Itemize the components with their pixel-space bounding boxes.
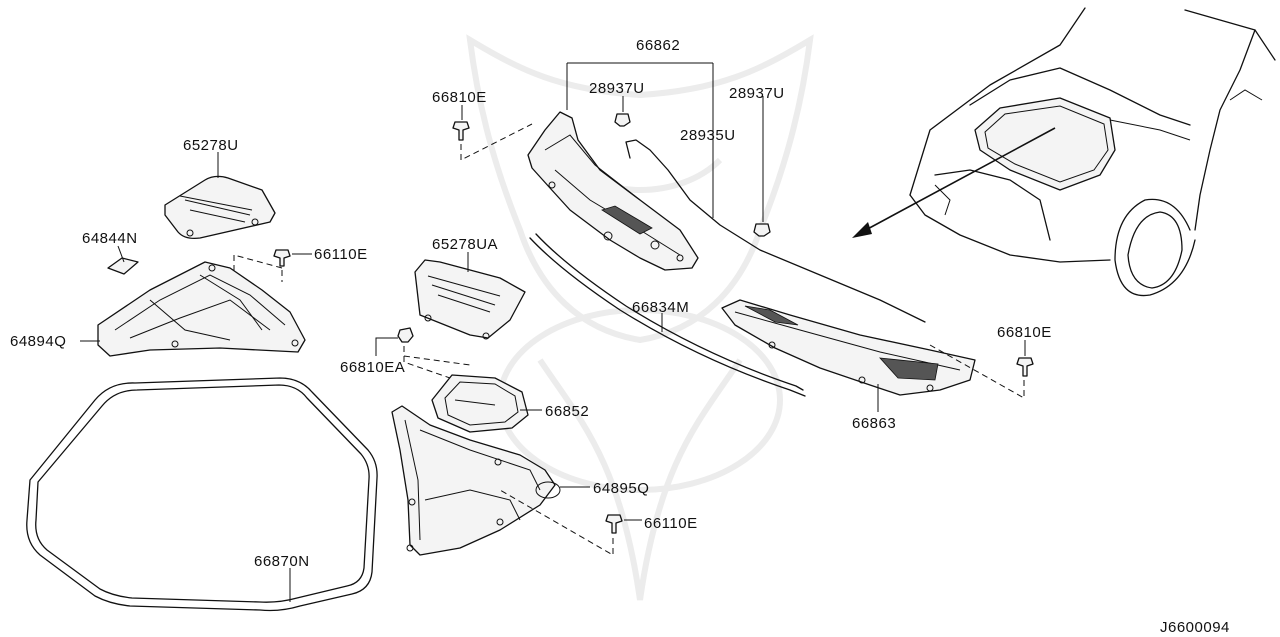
part-64844N [107,257,139,275]
label-66110E-top: 66110E [314,246,368,263]
part-64894Q [97,261,306,357]
label-66810E-top: 66810E [432,89,487,106]
part-28935U-tube [625,139,926,323]
dash-66110E-bottom [499,489,614,556]
label-66810EA: 66810EA [340,359,405,376]
label-28935U: 28935U [680,127,736,144]
dash-66810E-top [460,123,533,161]
leader-64844N [117,245,125,263]
part-65278U [164,175,276,240]
label-65278U: 65278U [183,137,239,154]
part-28937U-clip-a [614,113,631,127]
label-65278UA: 65278UA [432,236,498,253]
part-66110E-clip-top [273,249,291,267]
label-66870N: 66870N [254,553,310,570]
part-66810E-clip-right [1016,357,1034,377]
label-64895Q: 64895Q [593,480,649,497]
part-66863-cowl-right [721,299,976,396]
label-66852: 66852 [545,403,589,420]
part-66834M-strip [529,233,806,397]
part-66810EA-clip [397,327,414,343]
part-66862-cowl-top [527,111,699,271]
label-66863: 66863 [852,415,896,432]
label-66110E-bottom: 66110E [644,515,698,532]
vehicle-outline [909,7,1276,297]
label-66862: 66862 [636,37,680,54]
label-28937U-b: 28937U [729,85,785,102]
label-64844N: 64844N [82,230,138,247]
label-28937U-a: 28937U [589,80,645,97]
dash-66110E-top [233,254,283,282]
part-66852 [431,374,529,433]
label-64894Q: 64894Q [10,333,66,350]
part-66870N-seal [26,377,378,612]
part-65278UA [414,259,526,340]
part-66810E-clip-top [452,121,470,141]
diagram-id: J6600094 [1160,619,1230,636]
leader-66810EA [375,337,398,356]
dash-66810E-right [929,344,1025,399]
part-64895Q [391,405,561,556]
label-66810E-right: 66810E [997,324,1052,341]
label-66834M: 66834M [632,299,689,316]
part-28937U-clip-b [753,223,771,237]
part-66110E-clip-bottom [605,514,623,534]
dash-66810EA [403,346,471,379]
pointer-arrow [852,127,1056,238]
